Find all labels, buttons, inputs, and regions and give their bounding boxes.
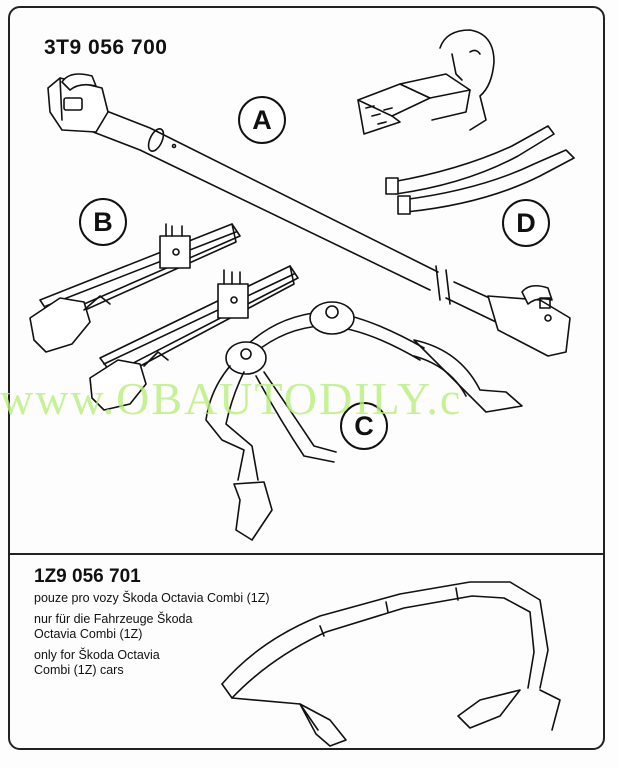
note-english-1: only for Škoda Octavia [34,647,160,662]
section-divider [9,553,605,555]
label-c: C [340,402,388,450]
label-b: B [79,198,127,246]
harness-strap-illustration [205,301,523,541]
telescopic-bar-illustration [47,73,571,357]
note-german-1: nur für die Fahrzeuge Škoda [34,611,193,626]
clamp-rails-illustration [29,223,299,411]
part-code-main: 3T9 056 700 [44,36,168,59]
note-english-2: Combi (1Z) cars [34,663,124,677]
outer-frame [8,6,605,750]
label-a: A [238,96,286,144]
long-strap-illustration [221,581,561,747]
note-german-2: Octavia Combi (1Z) [34,627,143,641]
compatibility-notes: pouze pro vozy Škoda Octavia Combi (1Z) … [34,591,270,679]
note-czech: pouze pro vozy Škoda Octavia Combi (1Z) [34,591,270,605]
label-d: D [502,199,550,247]
straps-and-manual-illustration [385,125,575,215]
part-code-secondary: 1Z9 056 701 [34,566,141,587]
manual-reader-illustration [357,29,495,135]
